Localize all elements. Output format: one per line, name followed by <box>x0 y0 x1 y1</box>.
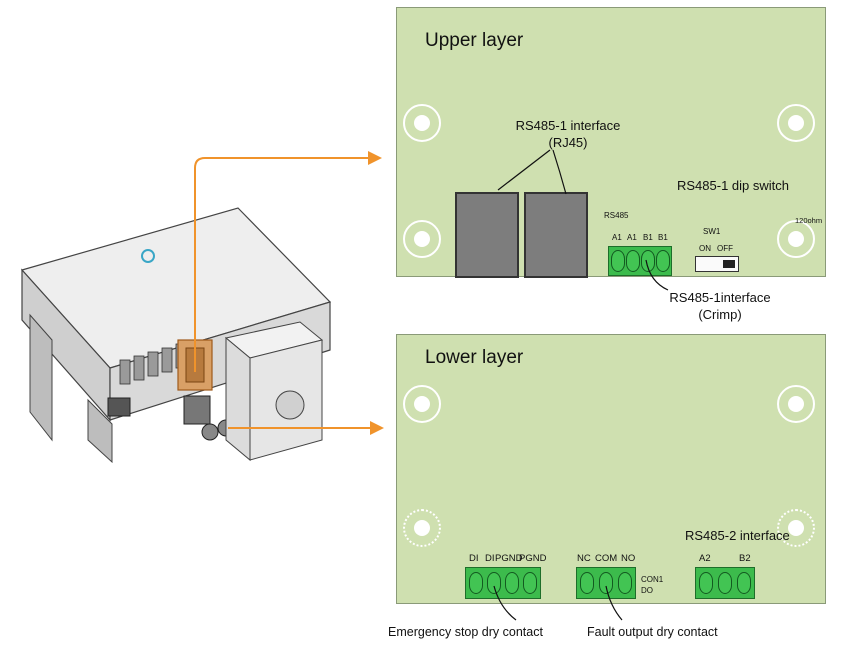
lower-layer-panel: Lower layer RS485-2 interface DI DI PGND… <box>396 334 826 604</box>
pin-com: COM <box>595 553 618 564</box>
rj45-label-line2: (RJ45) <box>548 135 588 150</box>
pin-pgnd-1: PGND <box>495 553 523 564</box>
rs485-1-crimp-terminal <box>608 246 672 276</box>
ohm-label: 120ohm <box>795 216 823 225</box>
mounting-hole-lower-bottom-left <box>403 509 441 547</box>
inverter-illustration <box>20 207 332 464</box>
mounting-hole-lower-top-right <box>777 385 815 423</box>
upper-layer-title: Upper layer <box>425 30 524 51</box>
dip-switch-label: RS485-1 dip switch <box>677 178 789 193</box>
pin-a2: A2 <box>699 553 711 564</box>
sw1-label: SW1 <box>703 227 721 236</box>
pin-a1-2: A1 <box>627 233 637 242</box>
mounting-hole-mid-left <box>403 220 441 258</box>
pin-nc: NC <box>577 553 591 564</box>
rj45-port-2 <box>524 192 588 278</box>
emergency-stop-label: Emergency stop dry contact <box>388 625 543 639</box>
mounting-hole-mid-right <box>777 220 815 258</box>
rj45-label-line1: RS485-1 interface <box>515 118 621 133</box>
arrow-head-upper <box>368 151 382 165</box>
fault-output-label: Fault output dry contact <box>587 625 718 639</box>
rs485-2-label: RS485-2 interface <box>685 528 790 543</box>
rs485-2-terminal <box>695 567 755 599</box>
con1-label: CON1 <box>641 575 664 584</box>
mounting-hole-top-left <box>403 104 441 142</box>
mounting-hole-lower-bottom-right <box>777 509 815 547</box>
emergency-stop-terminal <box>465 567 541 599</box>
pin-a1-1: A1 <box>612 233 622 242</box>
lower-layer-title: Lower layer <box>425 347 524 368</box>
pin-b2: B2 <box>739 553 751 564</box>
fault-output-terminal <box>576 567 636 599</box>
mounting-hole-top-right <box>777 104 815 142</box>
pin-di-2: DI <box>485 553 495 564</box>
arrow-to-upper <box>194 157 368 372</box>
upper-layer-panel: Upper layer RS485-1 interface (RJ45) RS4… <box>396 7 826 278</box>
do-label: DO <box>641 586 653 595</box>
mounting-hole-lower-top-left <box>403 385 441 423</box>
rs485-silkscreen: RS485 <box>604 211 629 220</box>
pin-no: NO <box>621 553 636 564</box>
pin-b1-2: B1 <box>658 233 668 242</box>
pin-b1-1: B1 <box>643 233 653 242</box>
crimp-label-line1: RS485-1interface <box>669 290 771 305</box>
dip-switch <box>695 256 739 272</box>
rj45-port-1 <box>455 192 519 278</box>
on-label: ON <box>699 244 711 253</box>
arrow-head-lower <box>370 421 384 435</box>
pin-pgnd-2: PGND <box>519 553 547 564</box>
pin-di-1: DI <box>469 553 479 564</box>
off-label: OFF <box>717 244 733 253</box>
crimp-label-line2: (Crimp) <box>698 307 742 322</box>
